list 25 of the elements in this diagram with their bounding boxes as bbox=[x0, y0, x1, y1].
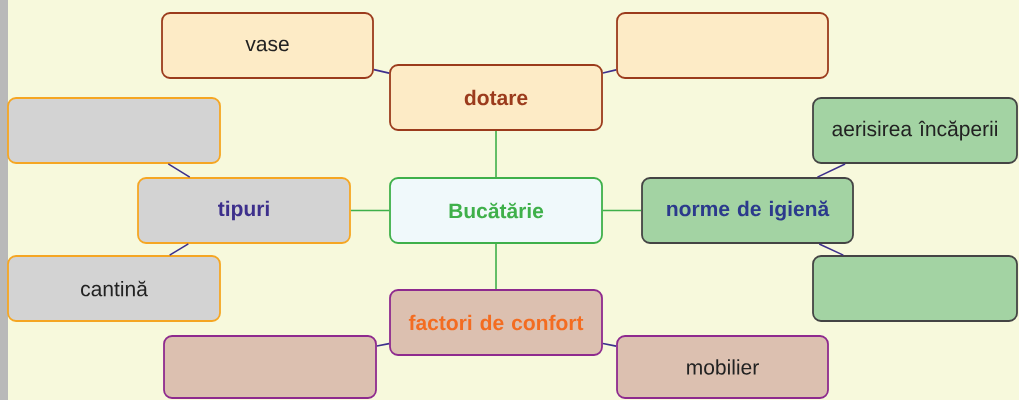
connector-line bbox=[602, 69, 617, 74]
answer-box bbox=[163, 335, 377, 399]
answer-box bbox=[616, 12, 829, 79]
answer-box bbox=[7, 97, 221, 164]
category-box: dotare bbox=[389, 64, 603, 131]
answer-box bbox=[812, 255, 1018, 322]
connector-line bbox=[816, 163, 846, 178]
answer-box: aerisirea încăperii bbox=[812, 97, 1018, 164]
connector-line bbox=[373, 68, 390, 74]
connector-line bbox=[167, 163, 191, 178]
connector-line bbox=[818, 243, 845, 256]
category-box: factori de confort bbox=[389, 289, 603, 356]
connector-line bbox=[495, 243, 497, 290]
category-box: tipuri bbox=[137, 177, 351, 244]
topic-box: Bucătărie bbox=[389, 177, 603, 244]
answer-box: vase bbox=[161, 12, 374, 79]
category-box: norme de igienă bbox=[641, 177, 854, 244]
connector-line bbox=[376, 342, 390, 347]
connector-line bbox=[168, 243, 190, 256]
connector-line bbox=[602, 209, 642, 212]
answer-box: mobilier bbox=[616, 335, 829, 399]
answer-box: cantină bbox=[7, 255, 221, 322]
connector-line bbox=[602, 342, 617, 347]
connector-line bbox=[350, 209, 390, 212]
connector-line bbox=[495, 130, 497, 178]
